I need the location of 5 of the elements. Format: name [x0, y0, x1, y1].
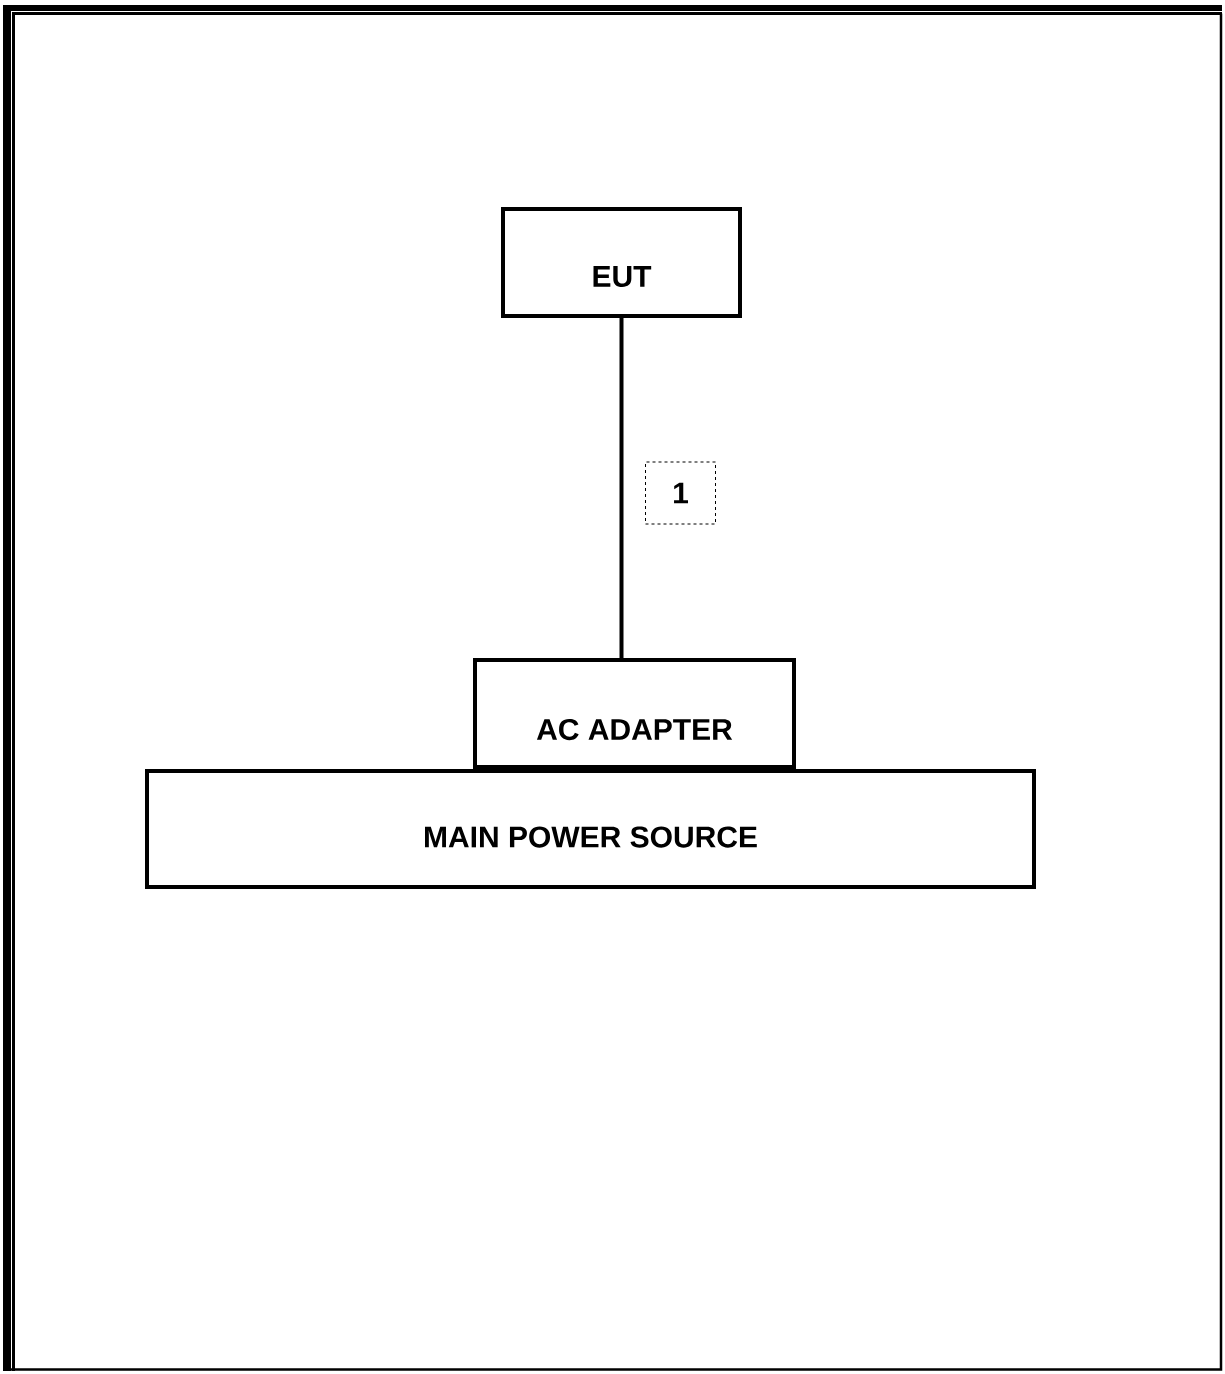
box: EUT	[501, 207, 742, 318]
box: AC ADAPTER	[473, 658, 796, 769]
cable-line	[619, 318, 624, 658]
edge-label: 1	[645, 461, 716, 525]
box: MAIN POWER SOURCE	[145, 769, 1036, 889]
